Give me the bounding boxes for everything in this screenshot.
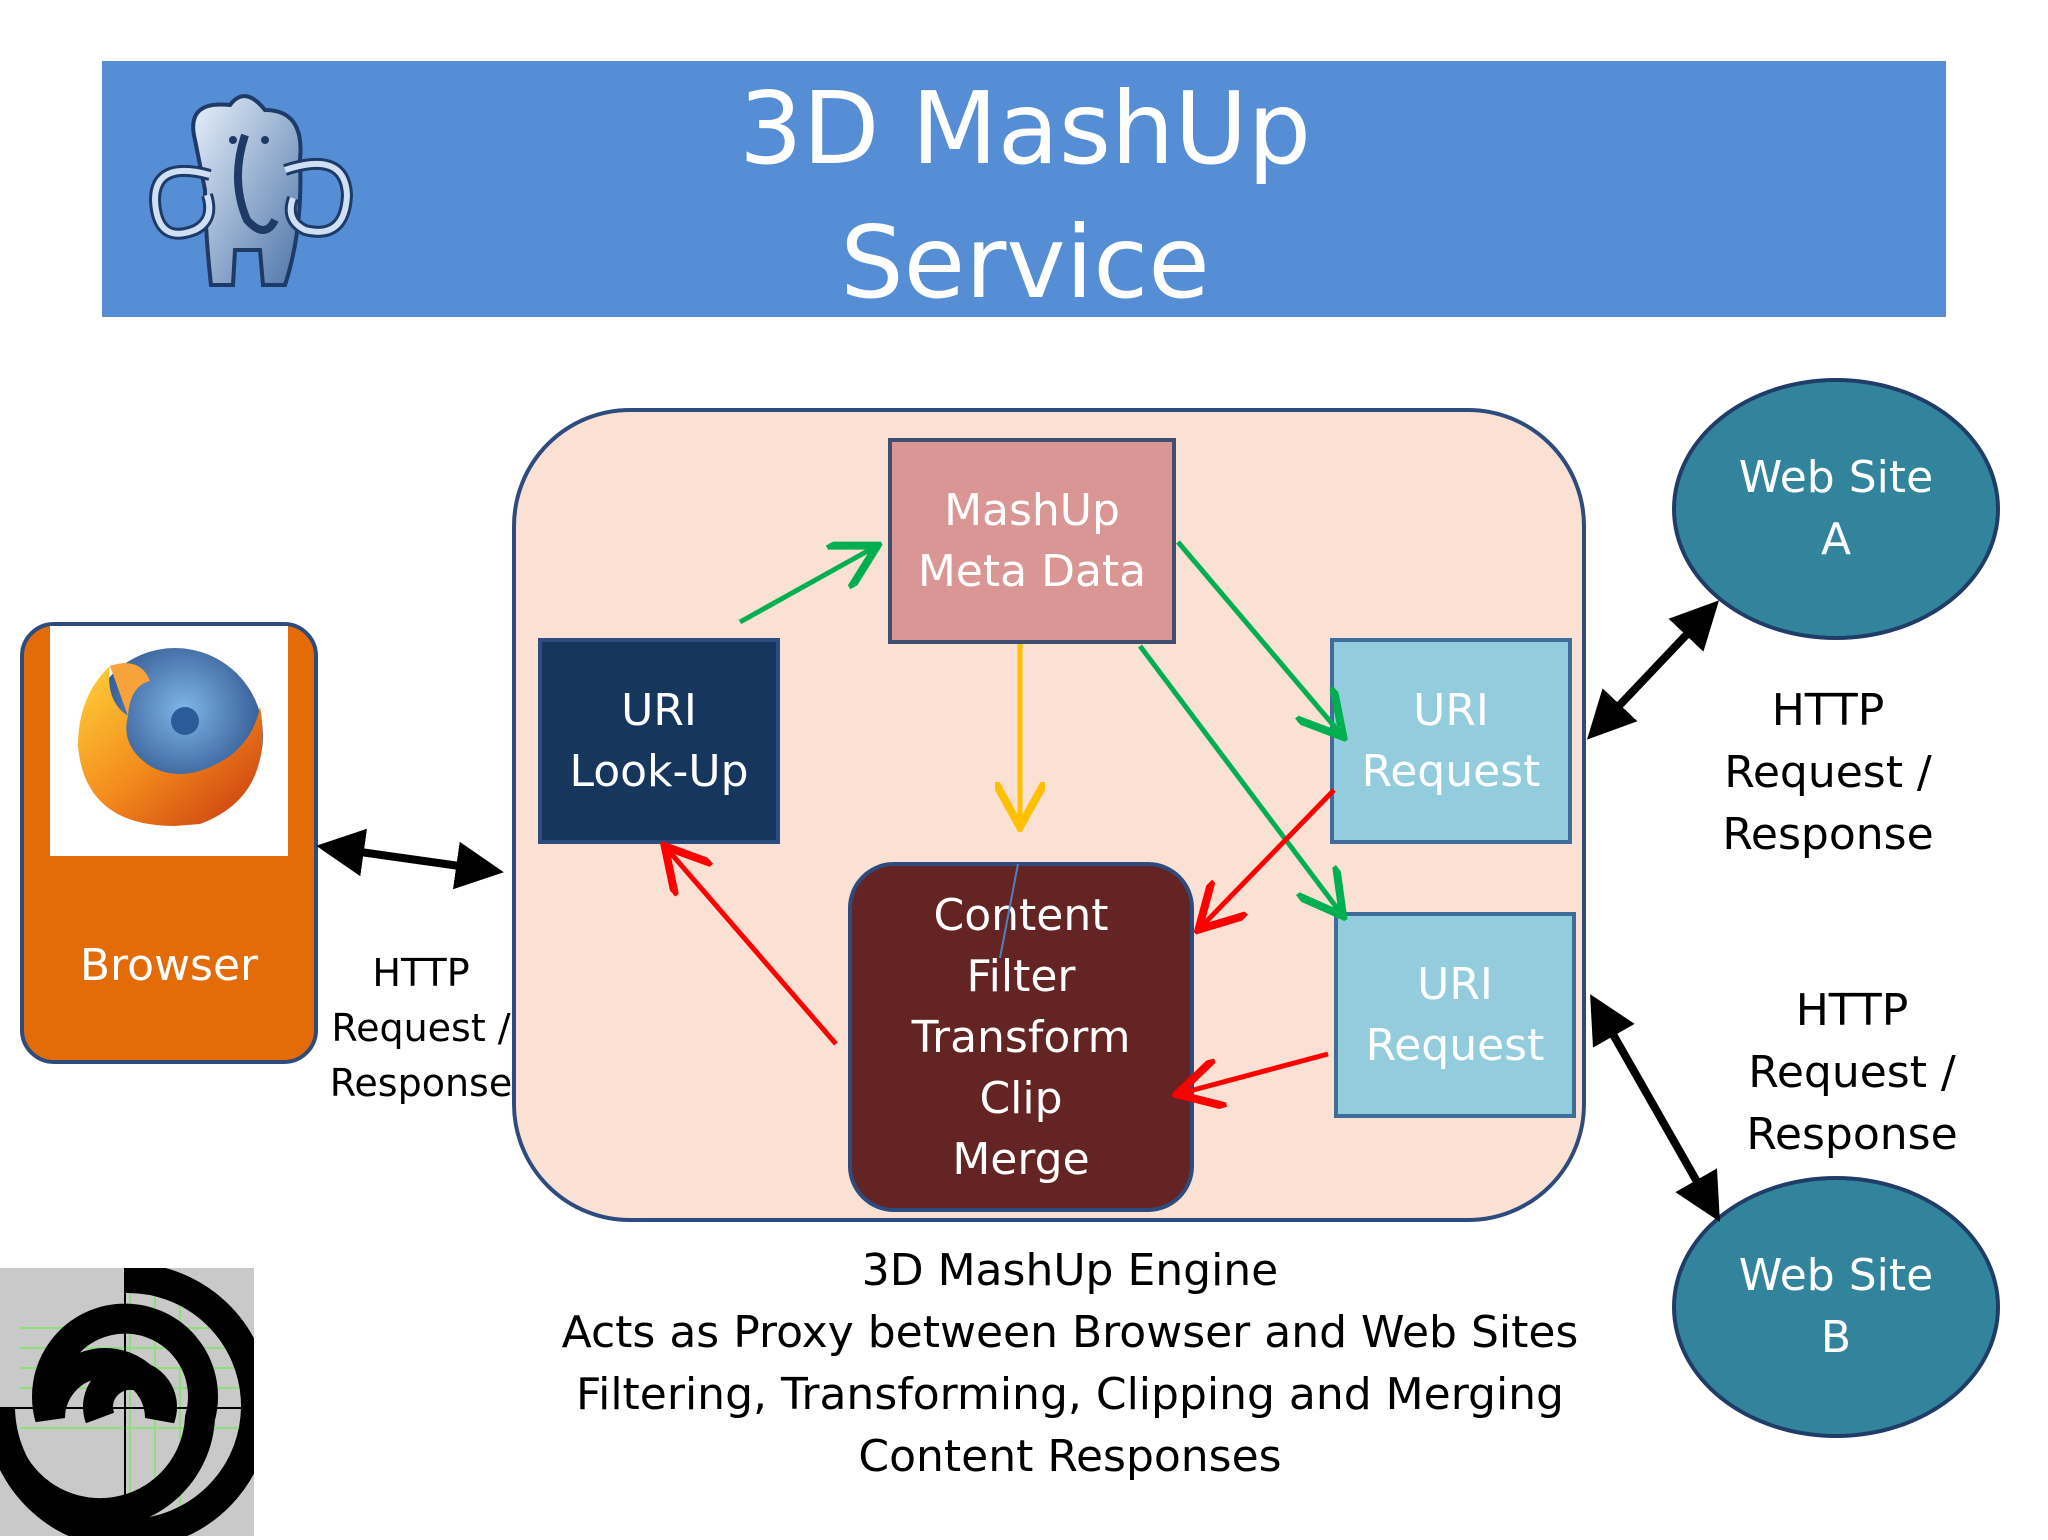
- uri-request-2-label-1: URI: [1417, 959, 1493, 1010]
- web-site-b-node: Web Site B: [1672, 1176, 2000, 1438]
- content-label-2: Filter: [966, 950, 1076, 1002]
- content-processing-box: Content Filter Transform Clip Merge: [848, 862, 1194, 1212]
- uri-request-box-1: URI Request: [1330, 638, 1572, 844]
- uri-request-1-label-1: URI: [1413, 685, 1489, 736]
- spiral-logo-icon: [0, 1262, 271, 1540]
- thin-blue-line: [999, 863, 1019, 959]
- content-label-1: Content: [933, 889, 1109, 941]
- http-b-line-1: HTTP: [1795, 985, 1909, 1036]
- lookup-label-1: URI: [621, 685, 697, 736]
- content-label-4: Clip: [979, 1072, 1063, 1124]
- http-label-browser: HTTP Request / Response: [326, 946, 516, 1111]
- engine-caption: 3D MashUp Engine Acts as Proxy between B…: [560, 1240, 1580, 1488]
- arrow-uri-request-2-to-content: [1182, 1051, 1329, 1093]
- site-a-label-2: A: [1820, 514, 1852, 565]
- http-left-line-1: HTTP: [372, 951, 470, 995]
- uri-request-2-label-2: Request: [1365, 1020, 1545, 1071]
- arrow-engine-site-a: [1586, 600, 1720, 740]
- arrow-content-to-lookup: [668, 850, 838, 1046]
- http-b-line-2: Request /: [1748, 1047, 1956, 1098]
- title-banner: [102, 61, 1946, 317]
- http-left-line-3: Response: [329, 1061, 513, 1105]
- arrow-lookup-to-metadata: [738, 548, 873, 625]
- metadata-label-1: MashUp: [944, 485, 1120, 536]
- arrow-metadata-to-uri-request-1: [1176, 540, 1340, 733]
- http-a-line-1: HTTP: [1771, 685, 1885, 736]
- arrow-uri-request-1-to-content: [1202, 788, 1336, 926]
- site-b-label-2: B: [1820, 1312, 1852, 1363]
- http-label-site-a: HTTP Request / Response: [1700, 680, 1956, 866]
- http-left-line-2: Request /: [331, 1006, 511, 1050]
- uri-request-box-2: URI Request: [1334, 912, 1576, 1118]
- page-title: 3D MashUp Service: [650, 62, 1400, 330]
- caption-line-3: Filtering, Transforming, Clipping and Me…: [575, 1369, 1564, 1420]
- http-label-site-b: HTTP Request / Response: [1724, 980, 1980, 1166]
- caption-line-2: Acts as Proxy between Browser and Web Si…: [561, 1307, 1579, 1358]
- title-line-1: 3D MashUp: [738, 70, 1312, 187]
- web-site-a-node: Web Site A: [1672, 378, 2000, 640]
- arrow-browser-engine: [316, 828, 504, 890]
- uri-lookup-box: URI Look-Up: [538, 638, 780, 844]
- arrow-metadata-to-uri-request-2: [1138, 644, 1340, 912]
- http-a-line-3: Response: [1722, 809, 1934, 860]
- caption-line-1: 3D MashUp Engine: [861, 1245, 1279, 1296]
- arrow-engine-site-b: [1590, 994, 1720, 1222]
- site-b-label-1: Web Site: [1738, 1250, 1934, 1301]
- content-label-5: Merge: [952, 1133, 1090, 1185]
- uri-request-1-label-2: Request: [1361, 746, 1541, 797]
- site-a-label-1: Web Site: [1738, 452, 1934, 503]
- mammoth-logo-icon: [148, 94, 354, 287]
- browser-label: Browser: [79, 940, 259, 991]
- mashup-meta-data-box: MashUp Meta Data: [888, 438, 1176, 644]
- metadata-label-2: Meta Data: [917, 546, 1147, 597]
- http-a-line-2: Request /: [1724, 747, 1932, 798]
- caption-line-4: Content Responses: [858, 1431, 1282, 1482]
- lookup-label-2: Look-Up: [569, 746, 749, 797]
- http-b-line-3: Response: [1746, 1109, 1958, 1160]
- content-label-3: Transform: [911, 1011, 1131, 1063]
- firefox-logo-icon: [50, 626, 288, 856]
- title-line-2: Service: [840, 204, 1210, 321]
